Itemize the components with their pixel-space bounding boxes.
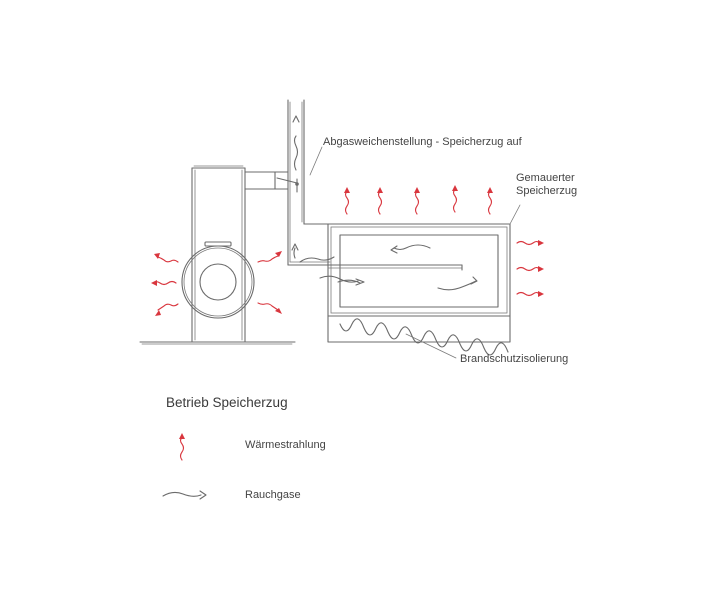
heat-radiation-icon bbox=[257, 302, 282, 314]
heat-radiation-icon bbox=[516, 266, 544, 272]
label-abgasweiche: Abgasweichenstellung - Speicherzug auf bbox=[323, 136, 523, 148]
heat-radiation-arrows bbox=[151, 185, 544, 316]
legend-label-heat: Wärmestrahlung bbox=[245, 439, 326, 451]
heat-radiation-icon bbox=[155, 303, 179, 316]
insulation-zigzag bbox=[339, 318, 509, 356]
storage-connector bbox=[287, 223, 498, 266]
gemauerter-leader-line bbox=[509, 204, 521, 225]
label-brandschutz: Brandschutzisolierung bbox=[460, 353, 568, 365]
heat-radiation-icon bbox=[414, 187, 420, 215]
heat-radiation-icon bbox=[516, 240, 544, 246]
legend-title: Betrieb Speicherzug bbox=[166, 395, 288, 410]
label-gemauerter-line2: Speicherzug bbox=[516, 185, 577, 197]
legend-label-flue: Rauchgase bbox=[245, 489, 301, 501]
flue-gas-up-arrow bbox=[293, 135, 299, 171]
internal-flow-arrow-2 bbox=[337, 279, 361, 284]
fire-protection-insulation bbox=[327, 315, 511, 359]
heat-radiation-icon bbox=[516, 291, 544, 297]
heat-radiation-icon bbox=[151, 280, 177, 286]
firebox-door-circle bbox=[199, 263, 237, 301]
heat-radiation-icon bbox=[344, 187, 350, 215]
internal-flow-arrow-3 bbox=[437, 280, 477, 291]
heat-radiation-icon bbox=[257, 251, 282, 263]
flue-pipe bbox=[244, 99, 323, 266]
heat-radiation-icon bbox=[154, 253, 179, 263]
stove bbox=[139, 165, 296, 345]
abgasweiche-leader-line bbox=[309, 146, 323, 176]
heat-radiation-icon bbox=[377, 187, 383, 215]
flue-damper bbox=[276, 177, 298, 184]
masonry-storage bbox=[319, 204, 521, 317]
flue-gas-arrow-icon bbox=[162, 490, 207, 500]
brandschutz-leader-line bbox=[405, 333, 457, 359]
heat-radiation-arrow-icon bbox=[179, 433, 185, 461]
firebox-outer-circle bbox=[181, 245, 255, 319]
label-gemauerter-line1: Gemauerter bbox=[516, 172, 575, 184]
legend: Betrieb Speicherzug Wärmestrahlung Rauch… bbox=[162, 395, 326, 501]
internal-flow-arrow-1 bbox=[393, 244, 431, 251]
heat-radiation-icon bbox=[487, 187, 493, 215]
heat-radiation-icon bbox=[452, 185, 458, 213]
